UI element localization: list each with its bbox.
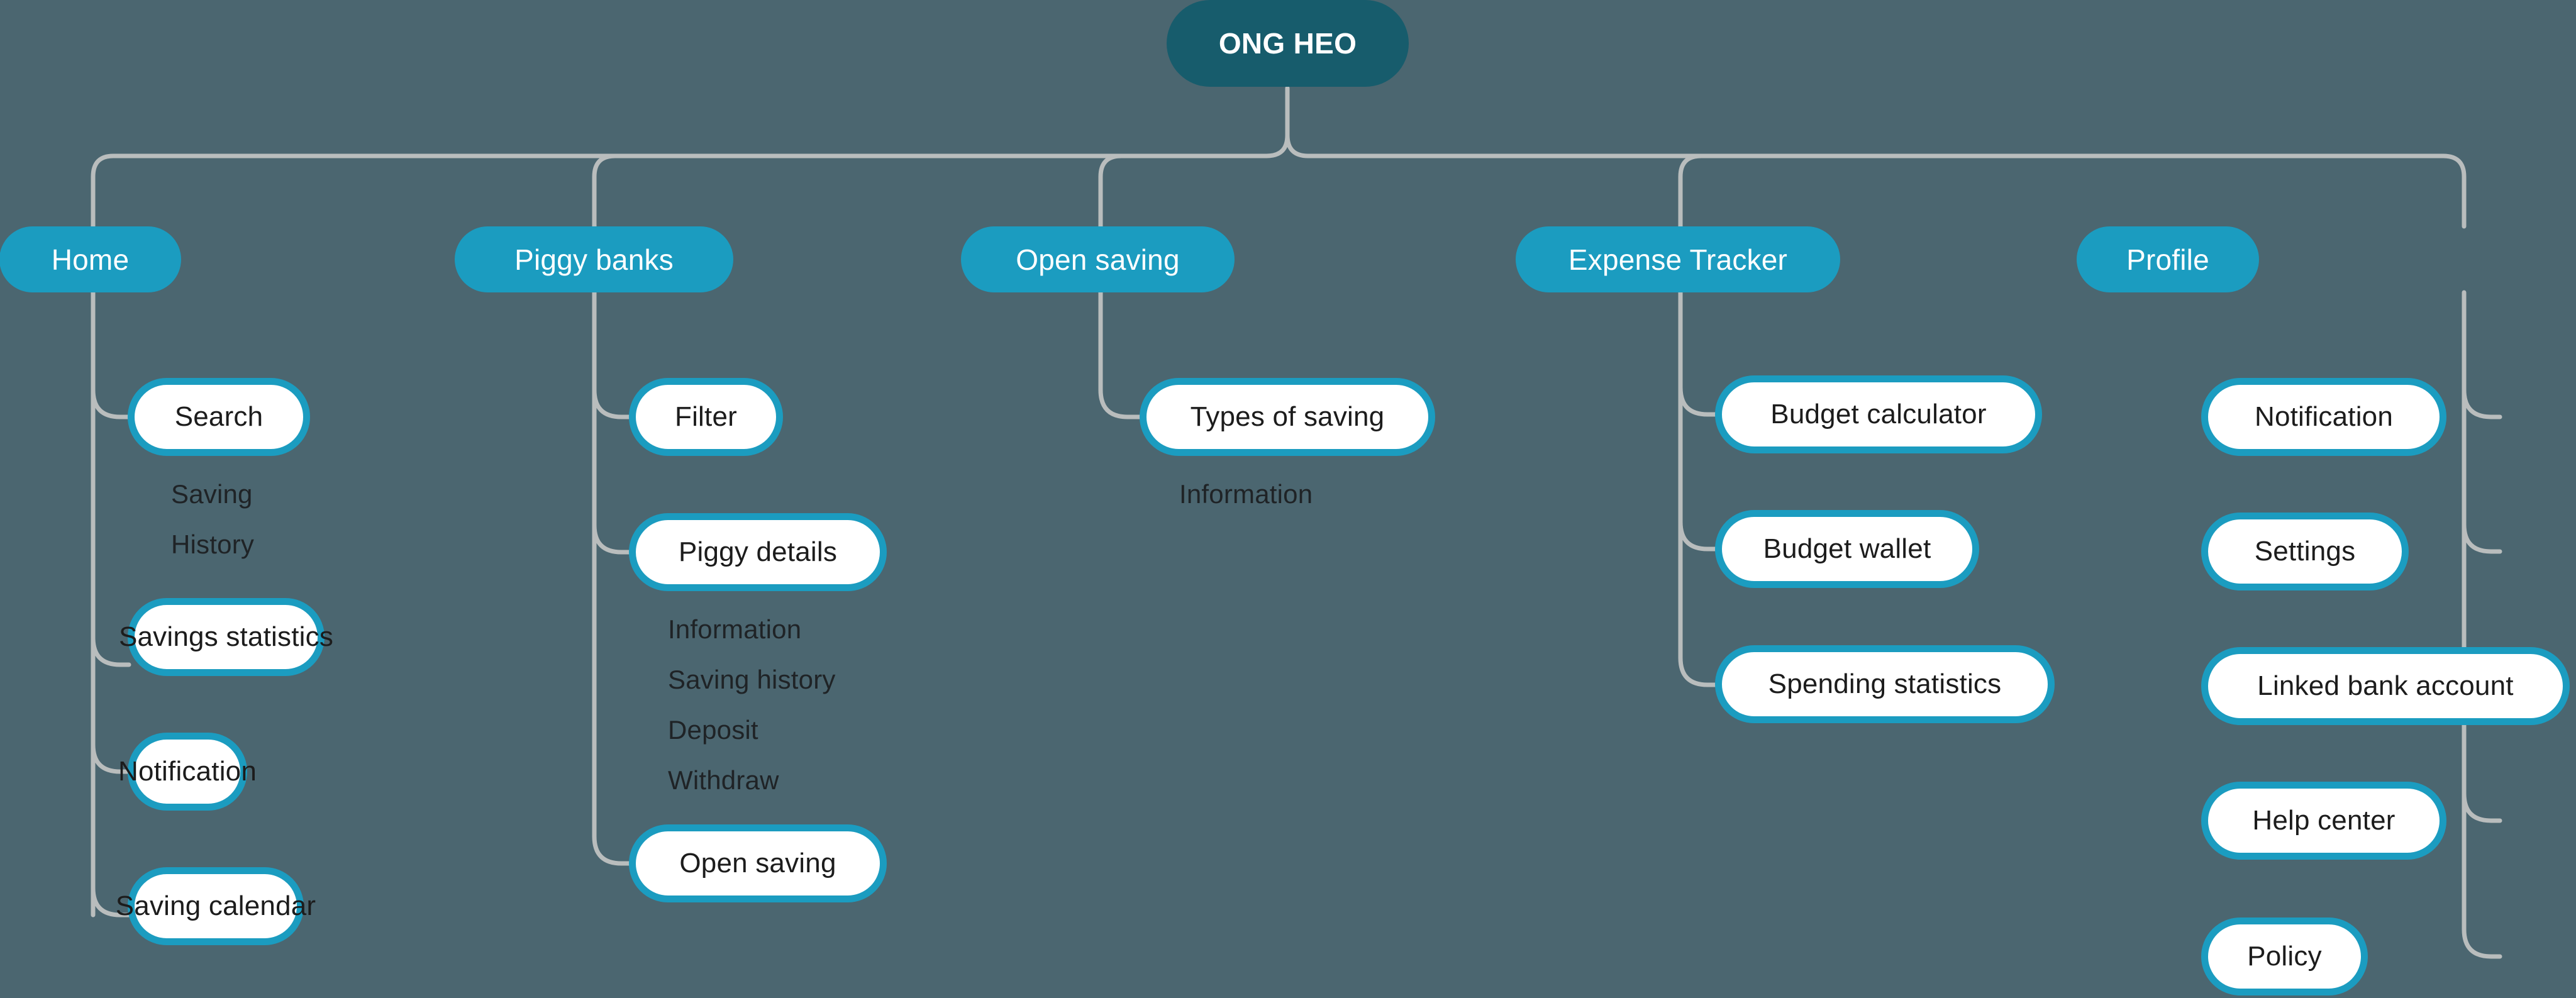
child-node-notification-home[interactable]: Notification	[118, 733, 257, 811]
branch-node-home[interactable]: Home	[0, 226, 181, 292]
branch-label-profile: Profile	[2126, 243, 2209, 276]
drop-profile	[2441, 153, 2467, 229]
child-label-help-center: Help center	[2252, 805, 2396, 836]
subitem-label-deposit: Deposit	[668, 715, 758, 745]
child-label-saving-calendar: Saving calendar	[115, 890, 316, 921]
child-node-search[interactable]: Search	[128, 378, 310, 456]
child-node-spending-statistics[interactable]: Spending statistics	[1715, 645, 2055, 723]
child-label-linked-bank-account: Linked bank account	[2257, 670, 2514, 701]
child-label-notification-home: Notification	[118, 756, 257, 787]
child-node-linked-bank-account[interactable]: Linked bank account	[2201, 647, 2570, 725]
stub-profile-5	[2462, 927, 2502, 959]
child-label-budget-calculator: Budget calculator	[1770, 399, 1987, 430]
subitem-label-information-piggy: Information	[668, 614, 802, 644]
stub-expense-3	[1678, 655, 1719, 687]
stub-expense-2	[1678, 519, 1719, 552]
subitem-history: History	[171, 529, 435, 560]
child-node-types-of-saving[interactable]: Types of saving	[1140, 378, 1435, 456]
subitem-label-information-open-saving: Information	[1179, 479, 1313, 509]
branch-node-profile[interactable]: Profile	[2077, 226, 2259, 292]
subitem-information-open-saving: Information	[1179, 479, 1506, 509]
stub-profile-1	[2462, 387, 2502, 419]
branch-node-piggy-banks[interactable]: Piggy banks	[455, 226, 733, 292]
stub-piggy-3	[592, 834, 633, 866]
branch-label-expense-tracker: Expense Tracker	[1568, 243, 1788, 276]
subitem-saving: Saving	[171, 479, 435, 509]
child-node-savings-statistics[interactable]: Savings statistics	[119, 598, 333, 676]
child-node-settings[interactable]: Settings	[2201, 513, 2409, 590]
child-node-notification-profile[interactable]: Notification	[2201, 378, 2446, 456]
subitem-label-history: History	[171, 529, 255, 559]
drop-home	[91, 153, 116, 229]
subitem-withdraw: Withdraw	[668, 765, 995, 796]
child-label-filter: Filter	[675, 401, 737, 432]
drop-expense	[1678, 153, 1704, 229]
branch-label-home: Home	[51, 243, 130, 276]
stub-expense-1	[1678, 385, 1719, 417]
drop-open-saving	[1098, 153, 1124, 229]
stub-profile-4	[2462, 791, 2502, 823]
child-node-filter[interactable]: Filter	[629, 378, 783, 456]
child-node-budget-wallet[interactable]: Budget wallet	[1715, 510, 1979, 588]
stub-piggy-1	[592, 387, 633, 419]
stub-piggy-2	[592, 523, 633, 555]
subitem-label-saving: Saving	[171, 479, 253, 509]
child-label-search: Search	[174, 401, 264, 432]
root-node[interactable]: ONG HEO	[1167, 0, 1409, 87]
child-label-types-of-saving: Types of saving	[1190, 401, 1385, 432]
child-node-open-saving-piggy[interactable]: Open saving	[629, 824, 887, 902]
subitem-label-withdraw: Withdraw	[668, 765, 779, 795]
stub-home-1	[91, 387, 131, 419]
child-label-piggy-details: Piggy details	[678, 536, 838, 567]
drop-piggy	[592, 153, 618, 229]
root-stem	[1285, 86, 1311, 158]
root-stem-left	[1264, 133, 1290, 158]
branch-node-open-saving[interactable]: Open saving	[961, 226, 1235, 292]
branch-node-expense-tracker[interactable]: Expense Tracker	[1516, 226, 1840, 292]
stub-profile-2	[2462, 522, 2502, 554]
child-node-help-center[interactable]: Help center	[2201, 782, 2446, 860]
child-label-notification-profile: Notification	[2254, 401, 2394, 432]
subitem-label-saving-history: Saving history	[668, 665, 836, 694]
child-node-budget-calculator[interactable]: Budget calculator	[1715, 375, 2042, 453]
branch-label-open-saving: Open saving	[1016, 243, 1180, 276]
child-label-savings-statistics: Savings statistics	[118, 621, 334, 652]
branch-label-piggy-banks: Piggy banks	[514, 243, 674, 276]
child-label-open-saving-piggy: Open saving	[679, 848, 836, 879]
subitem-saving-history: Saving history	[668, 665, 995, 695]
root-node-label: ONG HEO	[1218, 27, 1357, 60]
child-node-saving-calendar[interactable]: Saving calendar	[116, 867, 316, 945]
child-label-policy: Policy	[2247, 941, 2322, 972]
child-label-settings: Settings	[2254, 536, 2356, 567]
child-node-policy[interactable]: Policy	[2201, 918, 2368, 995]
subitem-information-piggy: Information	[668, 614, 995, 645]
child-label-spending-statistics: Spending statistics	[1768, 668, 2002, 699]
child-label-budget-wallet: Budget wallet	[1763, 533, 1931, 564]
stub-open-saving-1	[1098, 387, 1144, 419]
subitem-deposit: Deposit	[668, 715, 995, 745]
child-node-piggy-details[interactable]: Piggy details	[629, 513, 887, 591]
